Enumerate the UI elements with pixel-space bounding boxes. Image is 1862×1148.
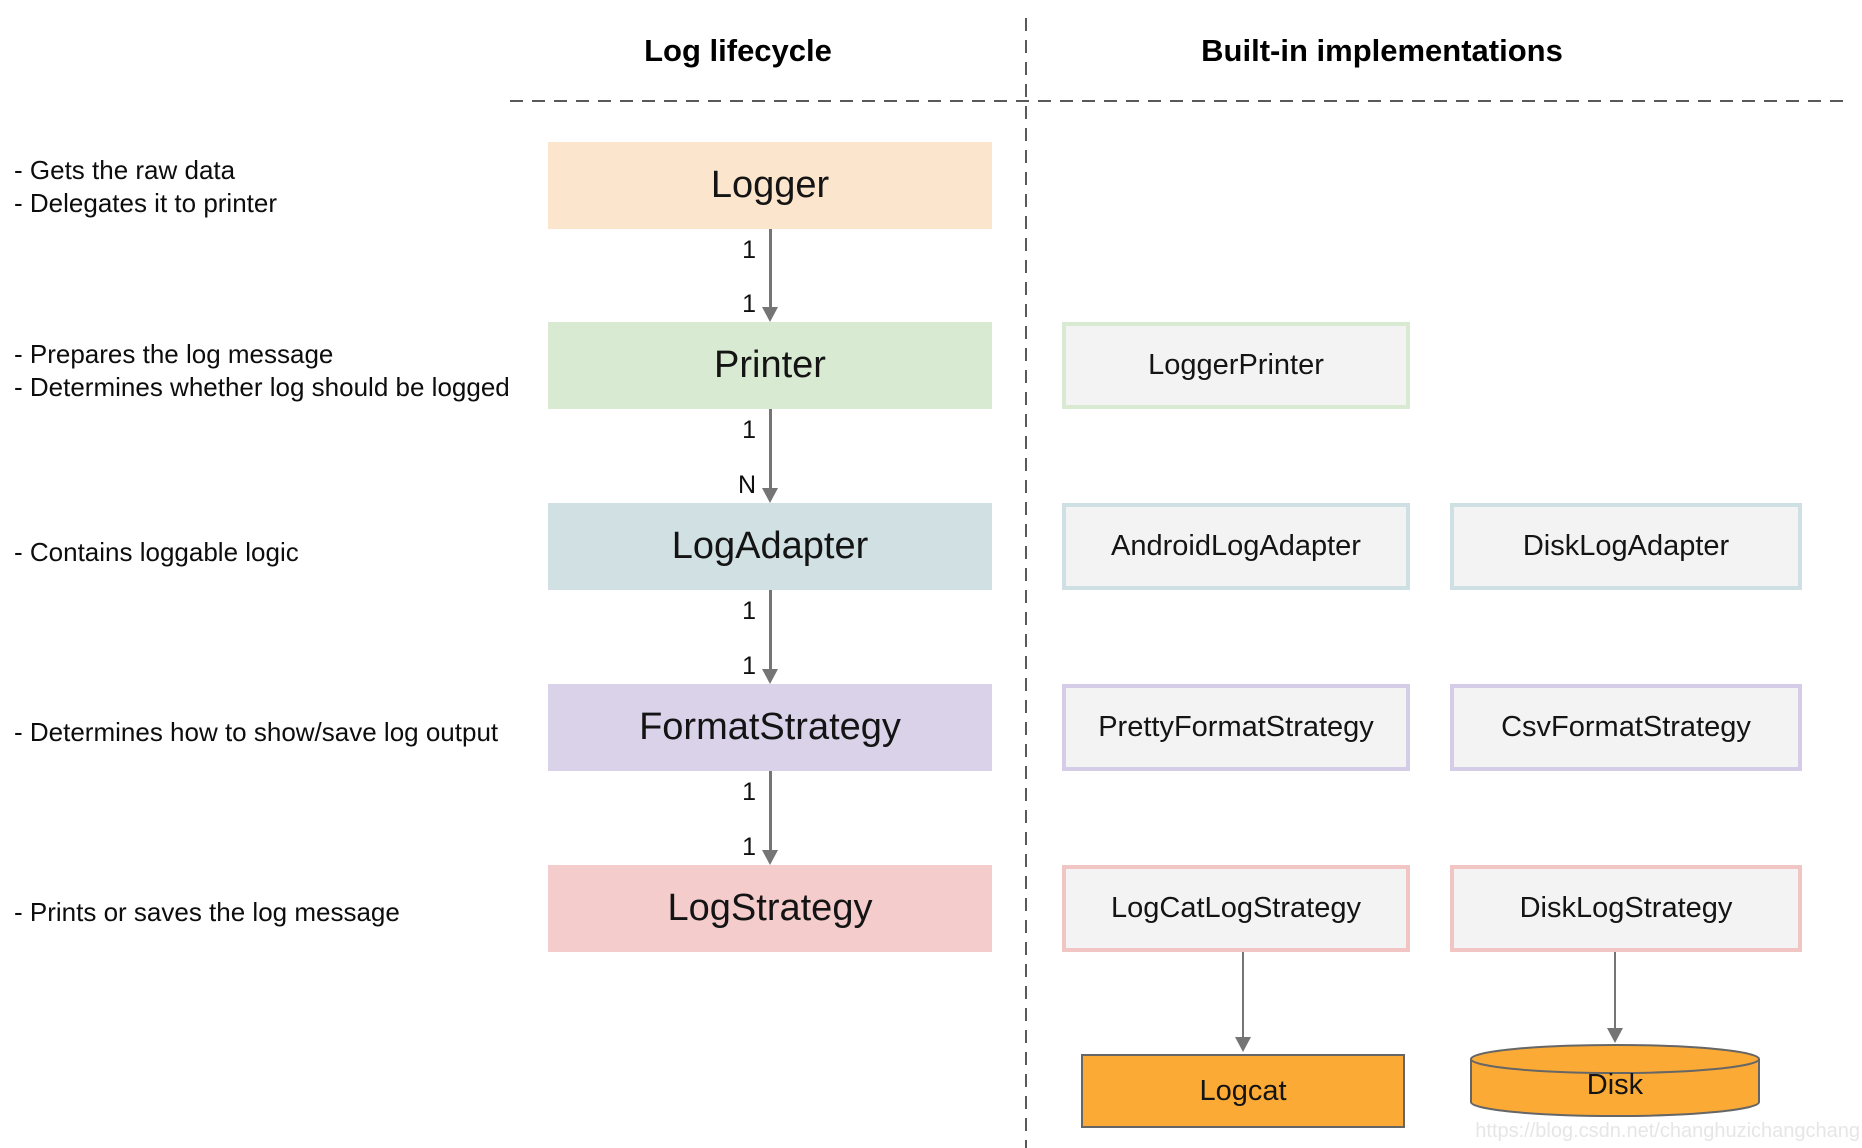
impl-label: CsvFormatStrategy <box>1501 711 1751 743</box>
impl-label: PrettyFormatStrategy <box>1098 711 1374 743</box>
arrow-disk-strategy-to-disk <box>1607 952 1623 1043</box>
arrow-line <box>769 229 772 312</box>
impl-box-pretty-format-strategy: PrettyFormatStrategy <box>1062 684 1410 771</box>
header-divider-dashed-line <box>510 100 1848 102</box>
arrow-head-icon <box>762 488 778 503</box>
arrow-logcat-strategy-to-logcat <box>1235 952 1251 1052</box>
arrow-head-icon <box>762 850 778 865</box>
stage-box-printer: Printer <box>548 322 992 409</box>
impl-label: AndroidLogAdapter <box>1111 530 1361 562</box>
arrow-head-icon <box>1235 1037 1251 1052</box>
annotation-line: - Determines whether log should be logge… <box>14 372 510 402</box>
annotation-logger: - Gets the raw data - Delegates it to pr… <box>14 154 277 220</box>
annotation-line: - Prints or saves the log message <box>14 897 400 927</box>
impl-box-csv-format-strategy: CsvFormatStrategy <box>1450 684 1802 771</box>
arrow-format-strategy-to-log-strategy: 1 1 <box>548 771 992 865</box>
arrow-logger-to-printer: 1 1 <box>548 229 992 322</box>
annotation-log-strategy: - Prints or saves the log message <box>14 896 400 929</box>
multiplicity-label: 1 <box>742 416 756 444</box>
arrow-log-adapter-to-format-strategy: 1 1 <box>548 590 992 684</box>
arrow-head-icon <box>762 307 778 322</box>
impl-label: LoggerPrinter <box>1148 349 1324 381</box>
annotation-format-strategy: - Determines how to show/save log output <box>14 716 498 749</box>
output-label: Logcat <box>1199 1074 1287 1107</box>
column-title-log-lifecycle: Log lifecycle <box>644 33 832 68</box>
annotation-line: - Contains loggable logic <box>14 537 299 567</box>
stage-label: LogAdapter <box>671 525 869 567</box>
annotation-line: - Gets the raw data <box>14 155 236 185</box>
multiplicity-label: 1 <box>742 597 756 625</box>
impl-box-disk-log-adapter: DiskLogAdapter <box>1450 503 1802 590</box>
impl-box-android-log-adapter: AndroidLogAdapter <box>1062 503 1410 590</box>
stage-label: FormatStrategy <box>639 706 901 748</box>
arrow-head-icon <box>762 669 778 684</box>
output-box-logcat: Logcat <box>1081 1054 1405 1128</box>
column-divider-dashed-line <box>1025 18 1027 1148</box>
impl-label: DiskLogAdapter <box>1522 530 1730 562</box>
watermark: https://blog.csdn.net/changhuzichangchan… <box>1475 1120 1860 1142</box>
annotation-printer: - Prepares the log message - Determines … <box>14 338 510 404</box>
arrow-line <box>769 409 772 493</box>
arrow-line <box>769 590 772 674</box>
multiplicity-label: N <box>737 471 756 499</box>
stage-box-format-strategy: FormatStrategy <box>548 684 992 771</box>
impl-label: LogCatLogStrategy <box>1111 892 1361 924</box>
stage-label: LogStrategy <box>667 887 873 929</box>
output-cylinder-disk: Disk <box>1470 1043 1760 1119</box>
multiplicity-label: 1 <box>742 236 756 264</box>
annotation-line: - Delegates it to printer <box>14 188 278 218</box>
impl-label: DiskLogStrategy <box>1519 892 1733 924</box>
arrow-line <box>769 771 772 855</box>
multiplicity-label: 1 <box>742 652 756 680</box>
arrow-line <box>1242 952 1244 1042</box>
impl-box-logcat-log-strategy: LogCatLogStrategy <box>1062 865 1410 952</box>
stage-box-log-strategy: LogStrategy <box>548 865 992 952</box>
disk-cylinder-icon <box>1470 1044 1760 1117</box>
arrow-line <box>1614 952 1616 1033</box>
column-title-built-in-implementations: Built-in implementations <box>1201 33 1563 68</box>
multiplicity-label: 1 <box>742 833 756 861</box>
stage-label: Logger <box>710 164 830 206</box>
annotation-line: - Determines how to show/save log output <box>14 717 499 747</box>
stage-label: Printer <box>714 344 826 386</box>
impl-box-logger-printer: LoggerPrinter <box>1062 322 1410 409</box>
impl-box-disk-log-strategy: DiskLogStrategy <box>1450 865 1802 952</box>
arrow-head-icon <box>1607 1028 1623 1043</box>
arrow-printer-to-log-adapter: 1 N <box>548 409 992 503</box>
stage-box-log-adapter: LogAdapter <box>548 503 992 590</box>
output-label: Disk <box>1586 1069 1644 1101</box>
annotation-line: - Prepares the log message <box>14 339 334 369</box>
annotation-log-adapter: - Contains loggable logic <box>14 536 299 569</box>
stage-box-logger: Logger <box>548 142 992 229</box>
multiplicity-label: 1 <box>742 290 756 318</box>
multiplicity-label: 1 <box>742 778 756 806</box>
